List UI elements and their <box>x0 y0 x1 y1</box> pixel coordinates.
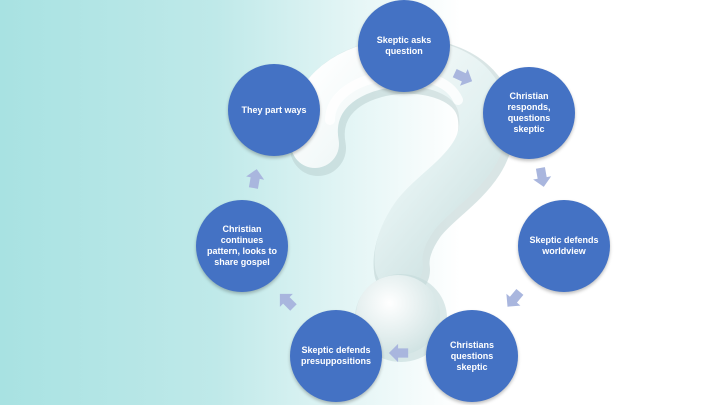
cycle-step-label: They part ways <box>241 104 307 115</box>
cycle-step-3: Skeptic defends worldview <box>518 200 610 292</box>
arrow-icon <box>246 169 265 189</box>
cycle-step-label: Christian responds, questions skeptic <box>507 91 551 134</box>
cycle-step-label: Skeptic asks question <box>376 35 432 56</box>
arrow-icon <box>506 289 524 307</box>
arrow-icon <box>533 167 552 187</box>
cycle-step-2: Christian responds, questions skeptic <box>483 67 575 159</box>
cycle-step-5: Skeptic defends presuppositions <box>290 310 382 402</box>
cycle-step-label: Skeptic defends worldview <box>529 235 599 256</box>
cycle-step-label: Christian continues pattern, looks to sh… <box>206 224 277 267</box>
arrow-icon <box>279 293 297 311</box>
cycle-step-label: Skeptic defends presuppositions <box>300 345 371 366</box>
cycle-step-4: Christians questions skeptic <box>426 310 518 402</box>
cycle-step-6: Christian continues pattern, looks to sh… <box>196 200 288 292</box>
cycle-step-7: They part ways <box>228 64 320 156</box>
arrow-icon <box>388 343 409 363</box>
cycle-step-label: Christians questions skeptic <box>449 339 494 372</box>
arrow-icon <box>452 68 473 86</box>
cycle-step-1: Skeptic asks question <box>358 0 450 92</box>
